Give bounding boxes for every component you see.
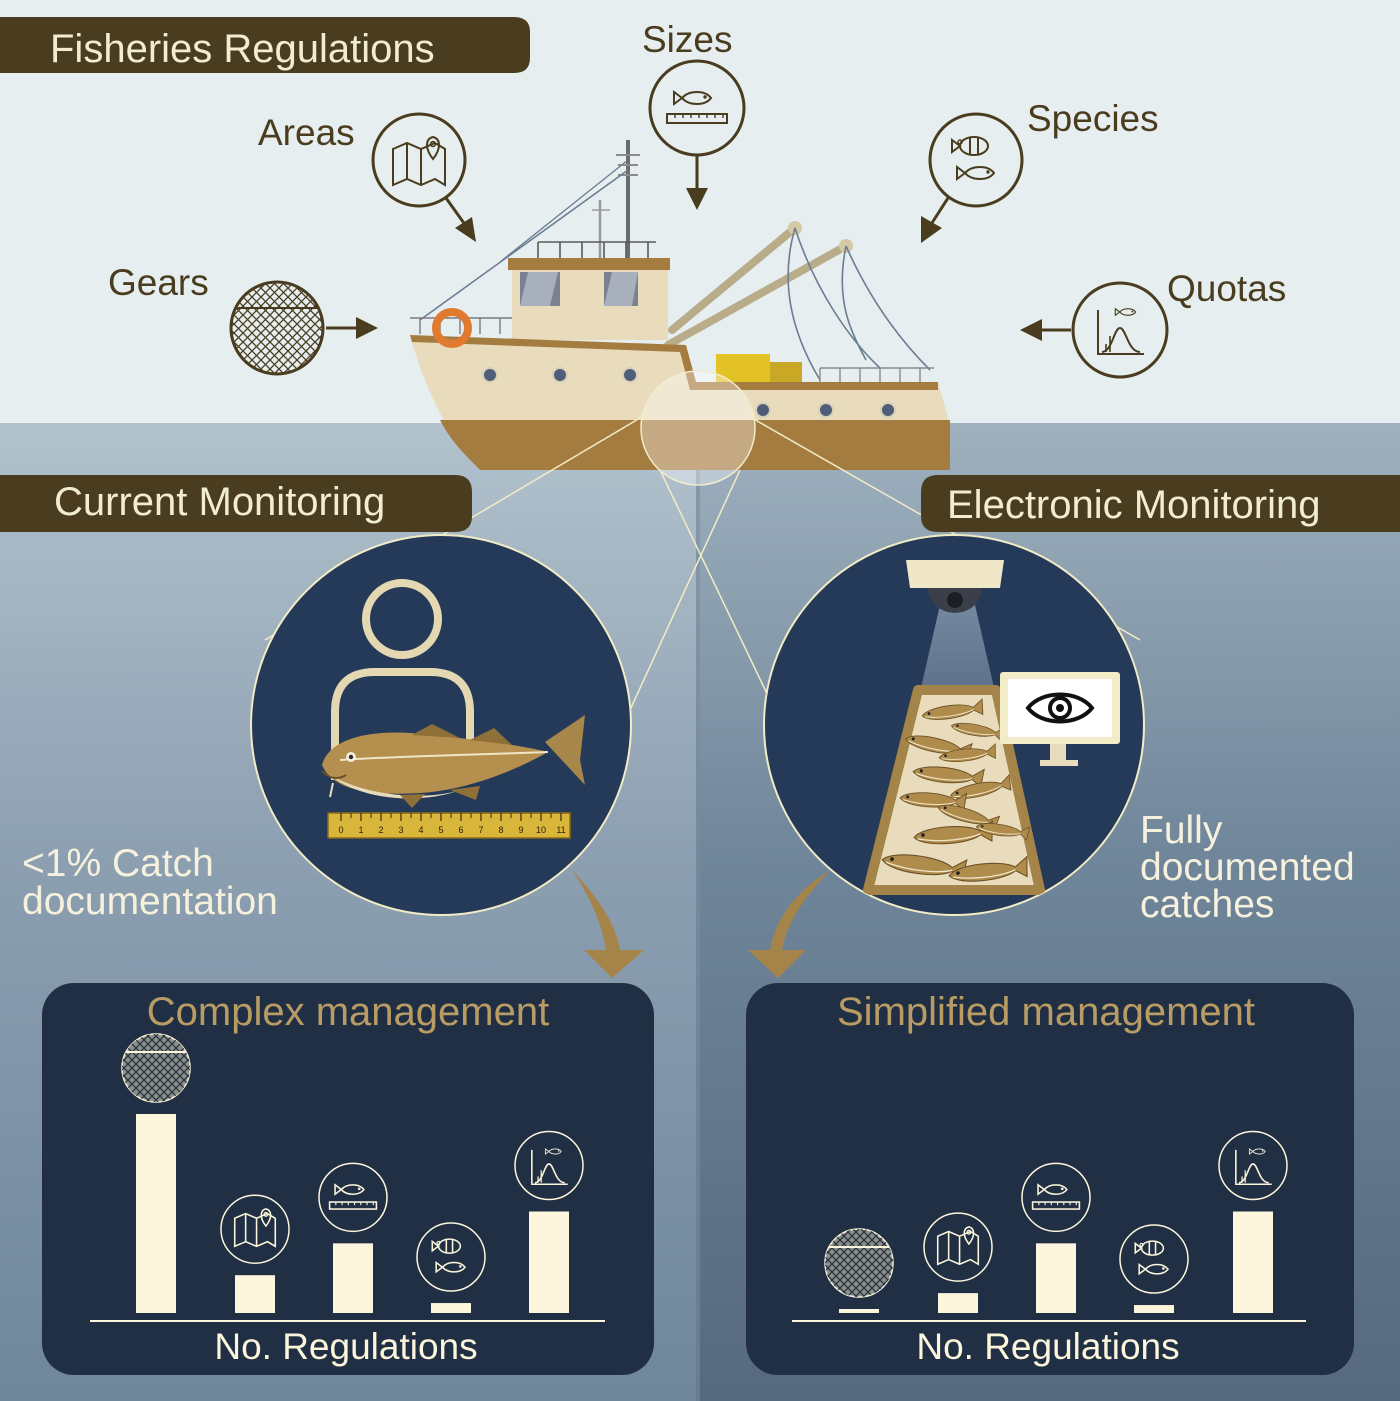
species-icon xyxy=(1119,1224,1189,1294)
areas-icon xyxy=(371,112,467,208)
cod-fish-icon xyxy=(321,715,585,808)
panel-simplified-management: Simplified management No. Regulations xyxy=(746,983,1354,1375)
arrow-down-left-icon xyxy=(572,870,644,978)
bar-areas xyxy=(938,1293,978,1313)
gears-icon xyxy=(824,1228,894,1298)
sizes-icon xyxy=(318,1162,388,1233)
conveyor-fish xyxy=(881,698,1031,882)
eye-icon xyxy=(1025,692,1095,724)
curved-arrows xyxy=(572,870,830,978)
magnifier-circle xyxy=(640,370,756,486)
conveyor-fish-icon xyxy=(937,804,1001,832)
arrow-sizes-icon xyxy=(686,188,708,210)
bar-gears xyxy=(839,1309,879,1313)
bar-species xyxy=(431,1303,471,1313)
banner-electronic-text: Electronic Monitoring xyxy=(947,483,1321,527)
caption-electronic-line1: Fully xyxy=(1140,809,1223,852)
camera-housing-icon xyxy=(906,560,1004,588)
ruler-icon xyxy=(327,812,571,839)
ruler-tick-label: 4 xyxy=(418,825,423,835)
conveyor-fish-icon xyxy=(938,743,996,762)
areas-icon xyxy=(220,1194,290,1264)
ruler-tick-label: 10 xyxy=(536,825,546,835)
label-areas: Areas xyxy=(258,112,355,153)
arrow-down-right-icon xyxy=(748,870,830,978)
banner-fisheries-regulations: Fisheries Regulations xyxy=(0,17,530,73)
ruler-ticks: 0 1 2 3 4 5 6 7 8 9 10 11 xyxy=(338,813,566,835)
sizes-icon xyxy=(648,59,746,157)
caption-current: <1% Catch documentation xyxy=(22,842,278,923)
arrow-species-icon xyxy=(921,216,942,243)
banner-electronic-monitoring: Electronic Monitoring xyxy=(921,475,1400,532)
panel-complex-title: Complex management xyxy=(147,990,549,1034)
label-sizes: Sizes xyxy=(642,19,732,60)
bar-sizes xyxy=(1036,1243,1076,1313)
electronic-monitoring-illustration xyxy=(763,534,1145,916)
arrow-quotas-icon xyxy=(1020,319,1042,341)
panel-simplified-axis-label: No. Regulations xyxy=(916,1326,1179,1367)
species-icon xyxy=(928,112,1024,208)
panel-complex-management: Complex management No. Regulations xyxy=(42,983,654,1375)
observer-head-icon xyxy=(362,579,442,659)
caption-electronic-line3: catches xyxy=(1140,883,1274,926)
conveyor-fish-icon xyxy=(975,823,1031,841)
label-species: Species xyxy=(1027,98,1159,139)
ruler-tick-label: 2 xyxy=(378,825,383,835)
ruler-tick-label: 8 xyxy=(498,825,503,835)
ruler-tick-label: 7 xyxy=(478,825,483,835)
ruler-tick-label: 0 xyxy=(338,825,343,835)
quotas-icon xyxy=(514,1130,584,1201)
ruler-tick-label: 11 xyxy=(556,825,565,835)
banner-regulations-text: Fisheries Regulations xyxy=(50,27,435,71)
bar-species xyxy=(1134,1305,1174,1313)
panel-complex-axis-label: No. Regulations xyxy=(214,1326,477,1367)
conveyor-fish-icon xyxy=(912,766,985,788)
life-ring-icon xyxy=(432,308,472,348)
caption-electronic: Fully documented catches xyxy=(1140,809,1355,926)
banner-current-monitoring: Current Monitoring xyxy=(0,475,472,532)
ruler-tick-label: 3 xyxy=(398,825,403,835)
bar-quotas xyxy=(1233,1211,1273,1313)
bar-sizes xyxy=(333,1243,373,1313)
quotas-icon xyxy=(1218,1130,1288,1201)
banner-current-text: Current Monitoring xyxy=(54,480,385,524)
water-divider xyxy=(696,423,700,1401)
regulation-icons: Sizes Areas Species Gears Quotas xyxy=(108,19,1286,379)
panel-simplified-title: Simplified management xyxy=(837,990,1255,1034)
ruler-tick-label: 5 xyxy=(438,825,443,835)
simplified-bars xyxy=(824,1130,1288,1313)
ruler-tick-label: 9 xyxy=(518,825,523,835)
ruler-tick-label: 1 xyxy=(358,825,363,835)
quotas-icon xyxy=(1071,281,1169,379)
caption-current-line2: documentation xyxy=(22,880,278,923)
label-gears: Gears xyxy=(108,262,209,303)
gears-icon xyxy=(121,1033,191,1103)
conveyor-fish-icon xyxy=(899,792,968,811)
areas-icon xyxy=(923,1212,993,1282)
caption-current-line1: <1% Catch xyxy=(22,842,214,885)
ruler-tick-label: 6 xyxy=(458,825,463,835)
bar-quotas xyxy=(529,1211,569,1313)
sizes-icon xyxy=(1021,1162,1091,1233)
conveyor-fish-icon xyxy=(950,773,1012,799)
label-quotas: Quotas xyxy=(1167,268,1286,309)
complex-bars xyxy=(121,1033,584,1313)
arrow-areas-icon xyxy=(455,217,476,242)
observer-body-icon xyxy=(331,668,474,780)
caption-electronic-line2: documented xyxy=(1140,846,1355,889)
conveyor-fish-icon xyxy=(921,698,984,720)
species-icon xyxy=(416,1222,486,1292)
bar-areas xyxy=(235,1275,275,1313)
conveyor-fish-icon xyxy=(948,855,1028,882)
arrow-gears-icon xyxy=(356,317,378,339)
bar-gears xyxy=(136,1114,176,1313)
gears-icon xyxy=(229,280,325,376)
observer-illustration: 0 1 2 3 4 5 6 7 8 9 10 11 xyxy=(250,534,632,916)
